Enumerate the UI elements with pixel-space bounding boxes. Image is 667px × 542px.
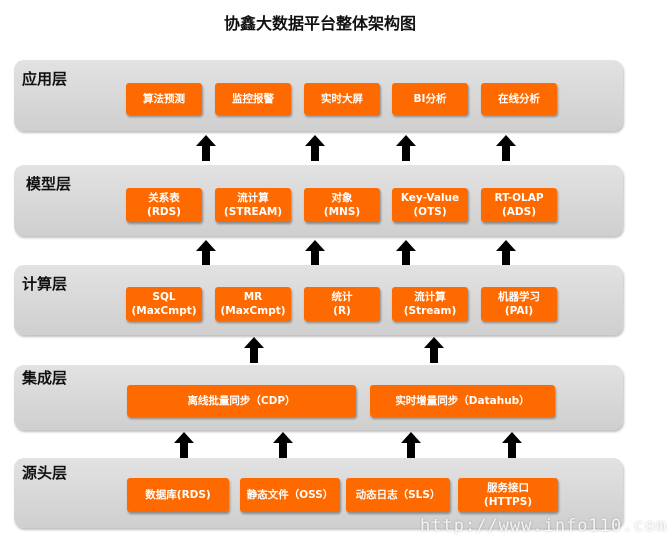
diagram-title: 协鑫大数据平台整体架构图 [223, 14, 416, 33]
box-subtext: (MNS) [323, 206, 361, 218]
box-subtext: (STREAM) [223, 206, 283, 218]
layer-label-source: 源头层 [22, 464, 68, 482]
box-subtext: (HTTPS) [483, 496, 533, 508]
up-arrow-icon [424, 337, 444, 363]
box-realtime-incremental-sync: 实时增量同步（Datahub） [370, 385, 555, 417]
box-bi-analysis: BI分析 [392, 83, 468, 115]
box-subtext: (MaxCmpt) [131, 305, 197, 317]
box-static-files: 静态文件（OSS） [240, 478, 340, 512]
box-text: 关系表 [148, 192, 180, 204]
up-arrow-icon [196, 240, 216, 266]
box-subtext: (OTS) [413, 206, 447, 218]
box-text: 实时增量同步（Datahub） [395, 395, 530, 407]
box-text: 监控报警 [232, 93, 274, 105]
box-text: 在线分析 [498, 93, 540, 105]
box-statistics: 统计 (R) [304, 287, 380, 321]
up-arrow-icon [496, 240, 516, 266]
up-arrow-icon [305, 135, 325, 161]
box-object: 对象 (MNS) [304, 188, 380, 222]
up-arrow-icon [496, 135, 516, 161]
box-subtext: (R) [333, 305, 351, 317]
box-subtext: (MaxCmpt) [220, 305, 286, 317]
box-text: 统计 [331, 291, 353, 303]
box-text: BI分析 [413, 93, 447, 105]
box-text: 静态文件（OSS） [246, 489, 334, 501]
box-stream-compute: 流计算 (STREAM) [215, 188, 291, 222]
box-text: 数据库(RDS) [145, 489, 211, 501]
layer-label-compute: 计算层 [22, 275, 68, 293]
watermark: http://www.info110.com [420, 516, 667, 536]
box-sql: SQL (MaxCmpt) [126, 287, 202, 321]
up-arrow-icon [502, 432, 522, 458]
box-text: 对象 [331, 192, 353, 204]
up-arrow-icon [396, 240, 416, 266]
up-arrow-icon [244, 337, 264, 363]
box-rt-olap: RT-OLAP (ADS) [481, 188, 557, 222]
up-arrow-icon [196, 135, 216, 161]
box-text: SQL [152, 291, 176, 303]
box-service-api: 服务接口 (HTTPS) [458, 478, 558, 512]
up-arrow-icon [273, 432, 293, 458]
box-subtext: (ADS) [501, 206, 536, 218]
box-dynamic-logs: 动态日志（SLS） [346, 478, 450, 512]
box-mr: MR (MaxCmpt) [215, 287, 291, 321]
box-offline-batch-sync: 离线批量同步（CDP） [127, 385, 356, 417]
box-realtime-screen: 实时大屏 [304, 83, 380, 115]
box-text: Key-Value [400, 192, 460, 204]
box-text: 服务接口 [487, 482, 529, 494]
up-arrow-icon [396, 135, 416, 161]
box-subtext: (RDS) [147, 206, 181, 218]
box-text: 离线批量同步（CDP） [187, 395, 296, 407]
layer-label-integration: 集成层 [22, 369, 68, 387]
box-key-value: Key-Value (OTS) [392, 188, 468, 222]
box-text: 动态日志（SLS） [355, 489, 441, 501]
box-text: 流计算 [414, 291, 446, 303]
box-subtext: (Stream) [403, 305, 457, 317]
box-machine-learning: 机器学习 (PAI) [481, 287, 557, 321]
box-text: 机器学习 [498, 291, 540, 303]
box-text: 实时大屏 [321, 93, 363, 105]
box-stream: 流计算 (Stream) [392, 287, 468, 321]
box-algorithm-prediction: 算法预测 [126, 83, 202, 115]
box-text: 流计算 [237, 192, 269, 204]
layer-label-application: 应用层 [22, 70, 68, 88]
box-database: 数据库(RDS) [127, 478, 229, 512]
box-subtext: (PAI) [504, 305, 534, 317]
box-monitoring-alert: 监控报警 [215, 83, 291, 115]
up-arrow-icon [305, 240, 325, 266]
box-text: MR [243, 291, 263, 303]
layer-label-model: 模型层 [26, 175, 72, 193]
box-online-analysis: 在线分析 [481, 83, 557, 115]
up-arrow-icon [401, 432, 421, 458]
box-text: RT-OLAP [494, 192, 544, 204]
box-relational-table: 关系表 (RDS) [126, 188, 202, 222]
up-arrow-icon [174, 432, 194, 458]
box-text: 算法预测 [143, 93, 185, 105]
